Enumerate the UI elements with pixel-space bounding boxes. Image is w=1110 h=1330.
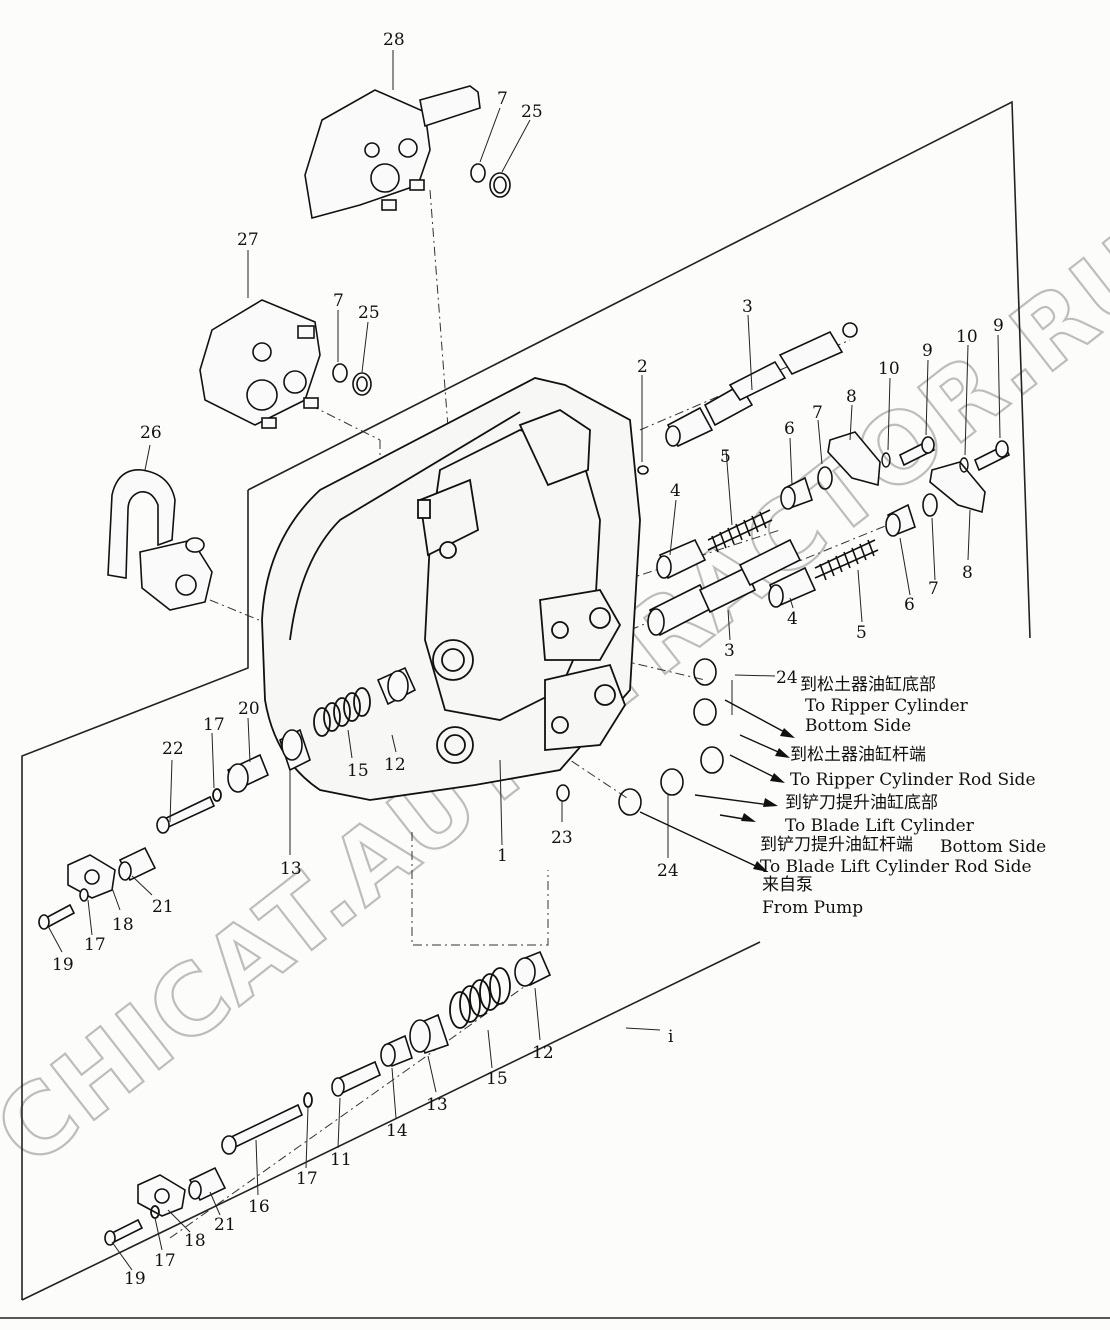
flange-group-upper [38, 846, 157, 930]
part-number-21: 21 [214, 1215, 236, 1235]
spool-upper [637, 322, 858, 475]
callout-blade-bottom-cn: 到铲刀提升油缸底部 [785, 792, 938, 813]
spring-lower [150, 967, 511, 1219]
part-number-9: 9 [922, 341, 933, 361]
leader-lines [47, 50, 1001, 1271]
part-number-17: 17 [203, 715, 225, 735]
part-number-18: 18 [184, 1231, 206, 1251]
part-number-17: 17 [154, 1251, 176, 1271]
part-number-5: 5 [720, 447, 731, 467]
part-number-24: 24 [776, 668, 798, 688]
callout-blade-rod-en: To Blade Lift Cylinder Rod Side [760, 857, 1032, 877]
springs-and-spools [707, 509, 879, 581]
callout-ripper-rod-en: To Ripper Cylinder Rod Side [790, 770, 1036, 790]
part-number-28: 28 [383, 30, 405, 50]
part-number-i: i [668, 1027, 674, 1047]
part-number-13: 13 [426, 1095, 448, 1115]
part-number-7: 7 [333, 291, 344, 311]
part-number-25: 25 [521, 102, 543, 122]
part-number-22: 22 [162, 739, 184, 759]
callout-blade-rod-cn: 到铲刀提升油缸杆端 [760, 834, 913, 855]
part-number-10: 10 [878, 359, 900, 379]
callout-ripper-bottom-cn: 到松土器油缸底部 [800, 674, 936, 695]
part-number-7: 7 [928, 579, 939, 599]
main-valve-body [261, 377, 641, 801]
callout-pump-en: From Pump [762, 898, 863, 918]
part-number-11: 11 [330, 1150, 352, 1170]
part-number-14: 14 [386, 1121, 408, 1141]
part-number-10: 10 [956, 327, 978, 347]
part-number-6: 6 [784, 419, 795, 439]
part-number-15: 15 [486, 1069, 508, 1089]
frame-lines [0, 100, 1110, 1319]
callout-ripper-bottom-en2: Bottom Side [805, 716, 911, 736]
part-number-9: 9 [993, 316, 1004, 336]
part-28-cover [304, 85, 481, 220]
part-number-3: 3 [742, 297, 753, 317]
part-number-8: 8 [846, 387, 857, 407]
orings-mid [332, 363, 372, 396]
part-number-15: 15 [347, 761, 369, 781]
part-number-25: 25 [358, 303, 380, 323]
callout-blade-bottom-en: To Blade Lift Cylinder [785, 816, 975, 836]
part-27-cover [199, 299, 321, 429]
callout-ripper-rod-cn: 到松土器油缸杆端 [790, 744, 926, 765]
plates-and-bolts [827, 431, 1011, 514]
part-number-4: 4 [670, 481, 681, 501]
part-number-19: 19 [124, 1269, 146, 1289]
part-number-4: 4 [787, 609, 798, 629]
part-number-24: 24 [657, 861, 679, 881]
part-number-5: 5 [856, 623, 867, 643]
part-number-2: 2 [637, 357, 648, 377]
part-number-13: 13 [280, 859, 302, 879]
callout-ripper-bottom-en1: To Ripper Cylinder [805, 696, 969, 716]
part-number-26: 26 [140, 423, 162, 443]
part-number-6: 6 [904, 595, 915, 615]
part-number-17: 17 [84, 935, 106, 955]
part-number-17: 17 [296, 1169, 318, 1189]
part-number-12: 12 [384, 755, 406, 775]
callout-blade-rod-en-tail: Bottom Side [940, 837, 1046, 857]
spool-parts [647, 476, 916, 637]
part-number-27: 27 [237, 230, 259, 250]
part-number-23: 23 [551, 828, 573, 848]
part-number-19: 19 [52, 955, 74, 975]
part-number-8: 8 [962, 563, 973, 583]
part-number-7: 7 [497, 89, 508, 109]
part-number-labels: 28 7 25 27 7 25 26 2 3 10 9 10 9 8 7 6 5… [52, 30, 1004, 1289]
arrow-heads [741, 728, 795, 872]
orings-24 [556, 658, 724, 816]
spring-upper [212, 687, 371, 802]
part-number-21: 21 [152, 897, 174, 917]
callout-labels: 到松土器油缸底部 To Ripper Cylinder Bottom Side … [760, 674, 1046, 918]
part-number-3: 3 [724, 641, 735, 661]
part-number-1: 1 [497, 846, 508, 866]
part-26-pipe [107, 469, 213, 611]
part-number-16: 16 [248, 1197, 270, 1217]
washers [881, 452, 969, 473]
part-number-18: 18 [112, 915, 134, 935]
orings-top [470, 163, 511, 198]
callout-pump-cn: 来自泵 [762, 875, 813, 895]
relief-group-lower [104, 950, 552, 1246]
spool-orings [817, 466, 938, 517]
relief-group-upper [156, 666, 417, 834]
part-number-7: 7 [812, 403, 823, 423]
part-number-12: 12 [532, 1043, 554, 1063]
part-number-20: 20 [238, 699, 260, 719]
